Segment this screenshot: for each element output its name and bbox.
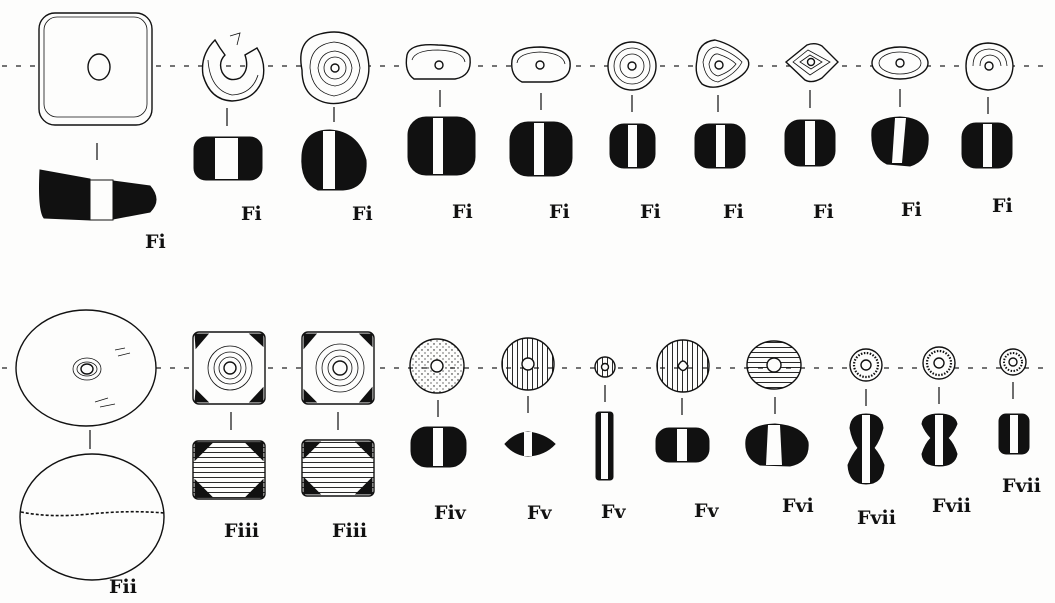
bead-label-row1-3: Fi (352, 203, 373, 225)
bead-label-row1-7: Fi (723, 201, 744, 223)
bead-drawing-row1-9 (871, 46, 929, 80)
bead-drawing-row1-1 (38, 12, 153, 126)
bead-section-row1-5 (509, 121, 573, 177)
bead-section-row2-3 (301, 439, 375, 497)
bead-label-row2-7: Fv (694, 500, 719, 522)
bead-drawing-row2-8 (746, 340, 802, 390)
bead-drawing-row2-5 (501, 337, 555, 391)
bead-drawing-row1-7 (695, 39, 750, 88)
bead-section-row2-1 (19, 453, 165, 581)
bead-drawing-row1-5 (511, 46, 571, 83)
bead-label-row2-8: Fvi (782, 495, 814, 517)
bead-drawing-row1-10 (965, 42, 1014, 91)
bead-label-row1-2: Fi (241, 203, 262, 225)
bead-label-row1-8: Fi (813, 201, 834, 223)
bead-section-row2-4 (410, 426, 467, 468)
bead-drawing-row2-7 (656, 339, 710, 393)
bead-label-row2-9: Fvii (857, 507, 896, 529)
bead-drawing-row1-3 (300, 31, 370, 105)
bead-section-row1-1 (39, 169, 157, 221)
bead-drawing-row1-4 (405, 44, 471, 80)
bead-section-row2-9 (847, 413, 885, 485)
bead-section-row2-6 (595, 411, 614, 481)
bead-section-row1-10 (961, 122, 1013, 169)
bead-drawing-row2-6 (594, 356, 616, 378)
bead-label-row2-4: Fiv (434, 502, 467, 524)
bead-drawing-row2-2 (192, 331, 266, 405)
bead-section-row1-8 (784, 119, 836, 167)
bead-drawing-row2-9 (849, 348, 883, 382)
bead-label-row1-5: Fi (549, 201, 570, 223)
bead-section-row2-11 (998, 413, 1030, 455)
bead-drawing-row2-11 (999, 348, 1027, 376)
bead-label-row2-2: Fiii (224, 520, 259, 542)
bead-label-row1-10: Fi (992, 195, 1013, 217)
bead-label-row2-11: Fvii (1002, 475, 1041, 497)
bead-section-row1-9 (871, 116, 929, 167)
bead-label-row2-1: Fii (109, 576, 137, 598)
bead-section-row2-8 (745, 423, 809, 467)
bead-label-row1-4: Fi (452, 201, 473, 223)
bead-section-row1-2 (193, 136, 263, 181)
bead-section-row2-10 (921, 413, 958, 467)
bead-section-row2-7 (655, 427, 710, 463)
bead-label-row2-6: Fv (601, 501, 626, 523)
bead-label-row1-9: Fi (901, 199, 922, 221)
bead-drawing-row1-6 (607, 41, 657, 91)
bead-section-row2-2 (192, 440, 266, 500)
bead-drawing-row2-1 (15, 309, 157, 427)
bead-label-row2-10: Fvii (932, 495, 971, 517)
bead-label-row2-3: Fiii (332, 520, 367, 542)
bead-drawing-row2-3 (301, 331, 375, 405)
bead-label-row1-1: Fi (145, 231, 166, 253)
bead-drawing-row2-4 (409, 338, 465, 394)
bead-drawing-row1-8 (784, 43, 839, 83)
bead-drawing-row2-10 (922, 346, 956, 380)
bead-label-row2-5: Fv (527, 502, 552, 524)
bead-section-row1-3 (301, 129, 367, 191)
bead-drawing-row1-2 (201, 32, 265, 102)
bead-section-row1-4 (407, 116, 476, 176)
bead-section-row1-7 (694, 123, 746, 169)
bead-label-row1-6: Fi (640, 201, 661, 223)
bead-section-row1-6 (609, 123, 656, 169)
bead-section-row2-5 (504, 431, 556, 457)
